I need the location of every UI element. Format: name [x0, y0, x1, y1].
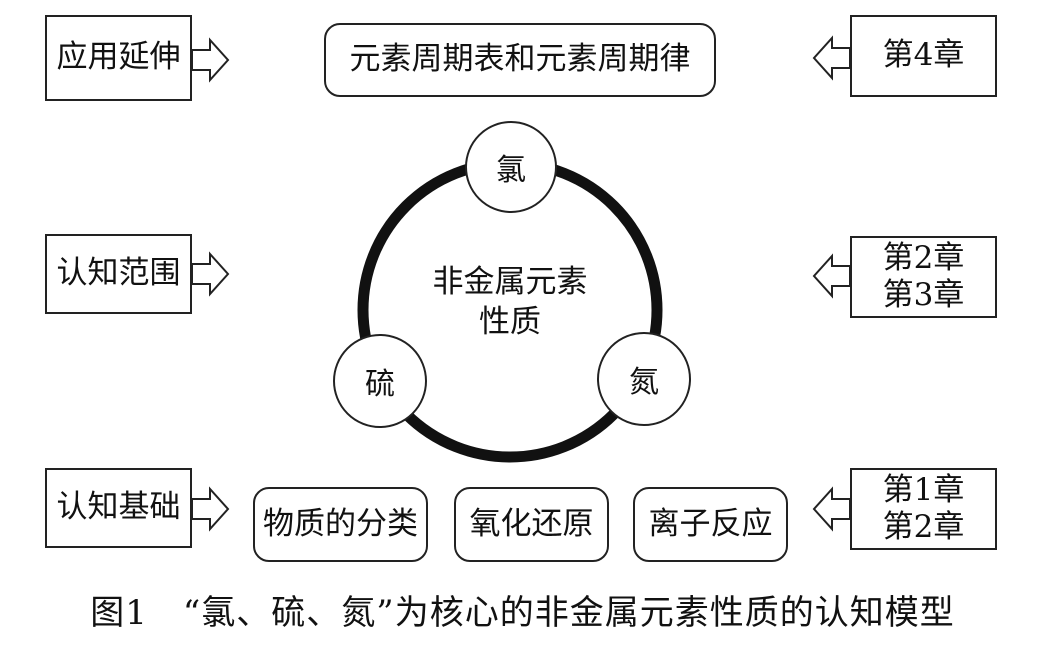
arrow-right-middle	[191, 251, 230, 297]
node-nitrogen: 氮	[597, 332, 691, 426]
center-line-1: 非金属元素	[432, 264, 588, 300]
node-sulfur-label: 硫	[365, 367, 395, 402]
chapter-label: 第4章	[882, 37, 965, 74]
node-nitrogen-label: 氮	[629, 365, 659, 400]
box-redox: 氧化还原	[454, 487, 609, 562]
label-cognitive-basis: 认知基础	[45, 468, 192, 548]
node-chlorine: 氯	[465, 121, 557, 213]
arrow-left-top	[812, 35, 851, 81]
chapter-box-bottom: 第1章 第2章	[850, 468, 997, 550]
node-chlorine-label: 氯	[496, 153, 526, 188]
chapter-box-middle: 第2章 第3章	[850, 236, 997, 318]
arrow-left-middle	[812, 253, 851, 299]
label-cognitive-scope-text: 认知范围	[56, 255, 181, 292]
cognitive-model-diagram: 应用延伸 认知范围 认知基础 元素周期表和元素周期律 第4章 第2章 第3章 第…	[45, 15, 997, 562]
chapter-label: 第1章	[882, 471, 965, 508]
cycle-center-text: 非金属元素 性质	[405, 262, 615, 343]
label-cognitive-basis-text: 认知基础	[56, 489, 181, 526]
chapter-label: 第2章	[882, 239, 965, 276]
label-application-extension: 应用延伸	[45, 15, 192, 101]
chapter-label: 第3章	[882, 277, 965, 313]
periodic-table-box: 元素周期表和元素周期律	[324, 23, 716, 97]
label-cognitive-scope: 认知范围	[45, 234, 192, 314]
box-ionic-reaction: 离子反应	[633, 487, 788, 562]
box-ionic-reaction-text: 离子反应	[648, 505, 773, 542]
box-classification-text: 物质的分类	[263, 505, 418, 542]
periodic-table-text: 元素周期表和元素周期律	[349, 41, 691, 78]
arrow-left-bottom	[812, 486, 851, 532]
box-redox-text: 氧化还原	[469, 505, 594, 542]
chapter-label: 第2章	[882, 509, 965, 545]
arrow-right-bottom	[191, 486, 230, 532]
chapter-box-top: 第4章	[850, 15, 997, 97]
arrow-right-top	[191, 37, 230, 83]
label-application-extension-text: 应用延伸	[56, 39, 181, 76]
node-sulfur: 硫	[333, 334, 427, 428]
box-classification: 物质的分类	[253, 487, 428, 562]
center-line-2: 性质	[479, 304, 541, 341]
figure-caption: 图1 “氯、硫、氮”为核心的非金属元素性质的认知模型	[90, 593, 955, 633]
